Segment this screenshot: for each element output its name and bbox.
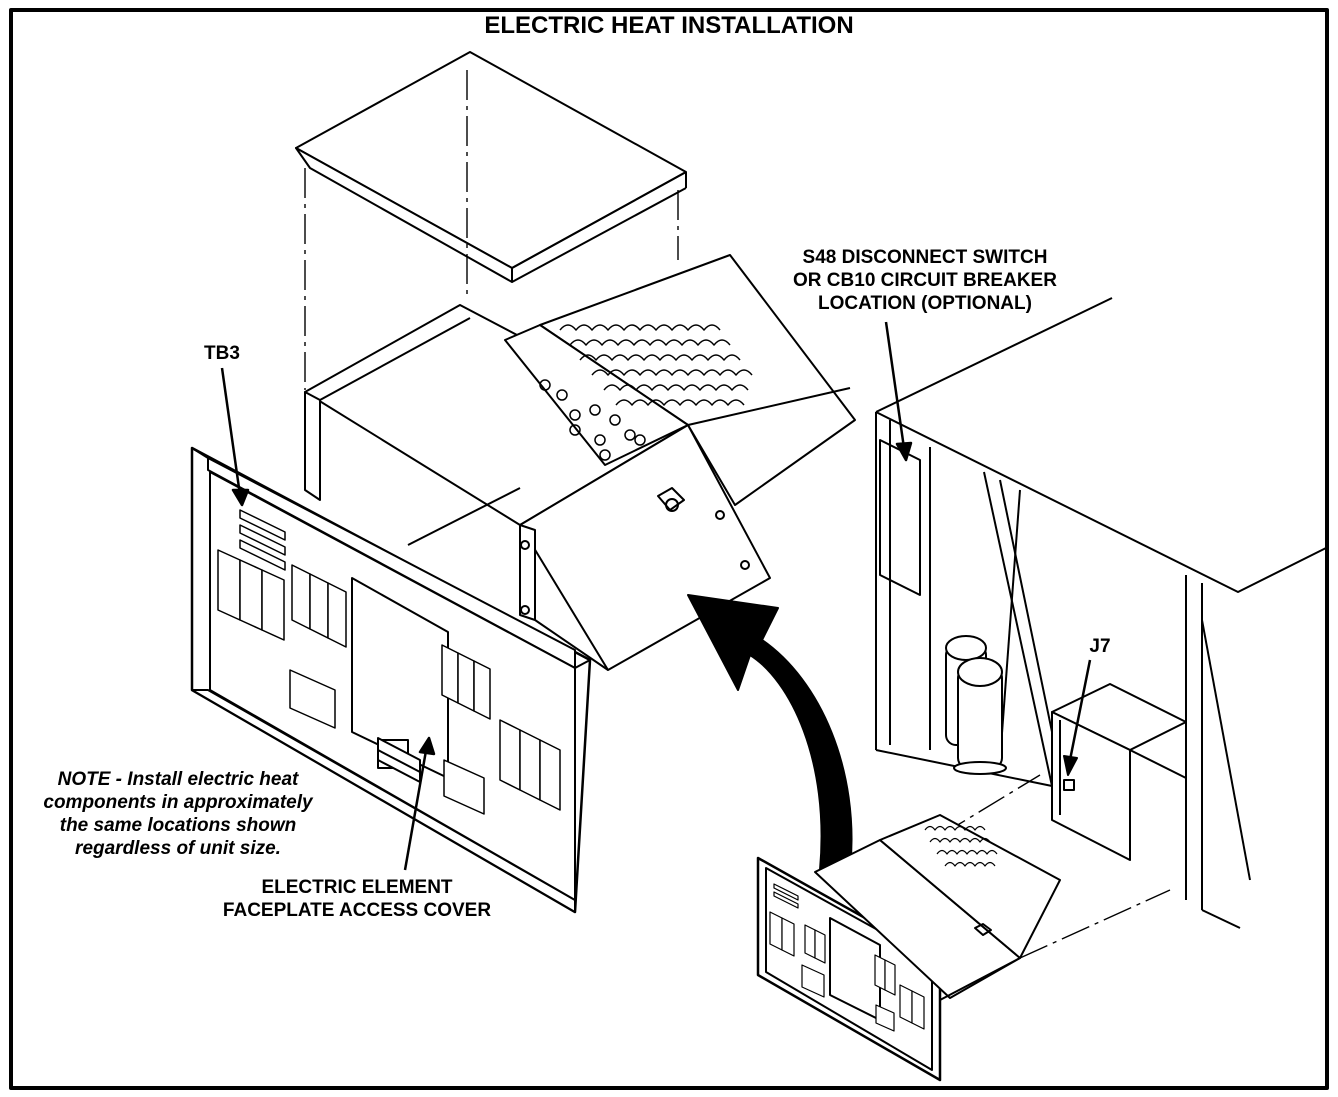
element-cover-callout: ELECTRIC ELEMENT FACEPLATE ACCESS COVER — [200, 876, 514, 922]
s48-line-1: S48 DISCONNECT SWITCH — [802, 247, 1048, 268]
fuse-blocks — [217, 549, 561, 811]
tb3-leader — [220, 367, 250, 507]
s48-leader — [884, 321, 913, 462]
note-line-4: regardless of unit size. — [75, 838, 281, 859]
j7-callout: J7 — [1089, 636, 1111, 657]
note-line-3: the same locations shown — [59, 815, 297, 836]
j7-connector — [1063, 659, 1092, 791]
diagram-title: ELECTRIC HEAT INSTALLATION — [484, 12, 854, 39]
small-heater-assembly — [756, 814, 1061, 1082]
note-line-1: NOTE - Install electric heat — [57, 769, 299, 790]
top-cover-plate — [295, 51, 687, 283]
compressors — [945, 635, 1007, 775]
note-line-2: components in approximately — [43, 792, 313, 813]
drawing-border — [9, 8, 1329, 1090]
s48-line-2: OR CB10 CIRCUIT BREAKER — [793, 270, 1057, 291]
heater-box — [304, 254, 856, 671]
tb3-callout: TB3 — [204, 343, 240, 364]
terminal-studs — [539, 379, 646, 461]
s48-disconnect-callout: S48 DISCONNECT SWITCH OR CB10 CIRCUIT BR… — [760, 246, 1090, 315]
element-line-2: FACEPLATE ACCESS COVER — [222, 900, 492, 921]
terminal-block-tb3 — [239, 509, 286, 571]
install-note: NOTE - Install electric heat components … — [20, 768, 336, 860]
heating-coils — [559, 324, 753, 406]
contactors — [289, 669, 485, 815]
s48-line-3: LOCATION (OPTIONAL) — [818, 293, 1032, 314]
element-cover-leader — [403, 736, 436, 871]
install-direction-arrow — [687, 594, 853, 871]
element-line-1: ELECTRIC ELEMENT — [261, 877, 453, 898]
